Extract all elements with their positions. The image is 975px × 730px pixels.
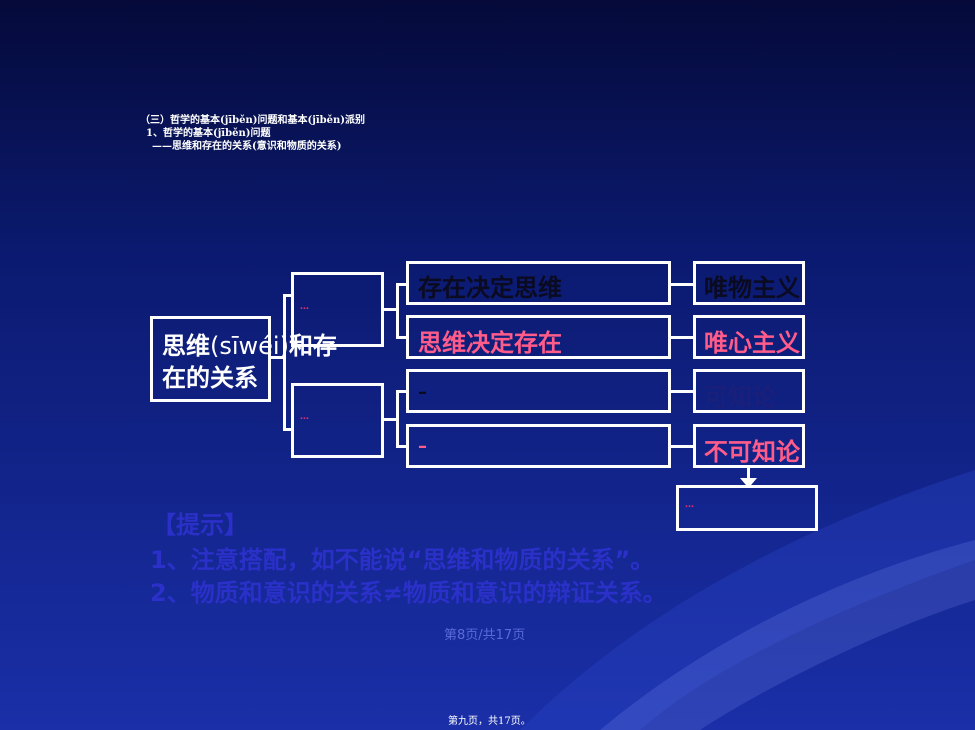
mark-bottom-right: … xyxy=(685,500,694,510)
row2-box xyxy=(406,315,671,359)
middle-box-bottom xyxy=(291,383,384,458)
page-footer: 第九页，共17页。 xyxy=(448,716,531,727)
connector xyxy=(283,294,286,430)
main-line-1a: 思维 xyxy=(162,332,210,360)
agnosticism-box xyxy=(693,424,805,468)
row3-box xyxy=(406,369,671,413)
connector xyxy=(396,283,406,286)
arrow-shaft xyxy=(747,468,750,480)
mark-top: … xyxy=(300,302,309,312)
idealism-box xyxy=(693,315,805,359)
connector xyxy=(671,390,693,393)
connector xyxy=(283,294,293,297)
idealism-label: 唯心主义 xyxy=(704,329,800,357)
connector xyxy=(671,336,693,339)
connector xyxy=(396,445,406,448)
connector xyxy=(384,308,396,311)
agnosticism-label: 不可知论 xyxy=(704,438,800,466)
row4-box xyxy=(406,424,671,468)
knowability-label: 可知论 xyxy=(704,383,776,411)
page-indicator: 第8页/共17页 xyxy=(444,628,526,643)
heading-line-3: ——思维和存在的关系(意识和物质的关系) xyxy=(152,141,342,152)
tip-line-2: 2、物质和意识的关系≠物质和意识的辩证关系。 xyxy=(150,579,667,607)
connector xyxy=(396,390,406,393)
materialism-label: 唯物主义 xyxy=(704,274,800,302)
tip-line-1: 1、注意搭配，如不能说“思维和物质的关系”。 xyxy=(150,546,655,574)
row4-text: – xyxy=(418,436,427,457)
row1-box xyxy=(406,261,671,305)
row3-text: – xyxy=(418,382,427,403)
main-concept-box xyxy=(150,316,271,402)
row2-text: 思维决定存在 xyxy=(418,329,562,357)
tip-title: 【提示】 xyxy=(152,511,248,539)
agnostic-not-box xyxy=(693,369,805,413)
connector xyxy=(283,428,293,431)
connector xyxy=(396,283,399,339)
heading-line-1: （三）哲学的基本(jīběn)问题和基本(jīběn)派别 xyxy=(140,115,366,126)
connector xyxy=(384,418,396,421)
connector xyxy=(271,356,283,359)
slide-heading: （三）哲学的基本(jīběn)问题和基本(jīběn)派别 1、哲学的基本(jī… xyxy=(140,114,365,153)
connector xyxy=(671,445,693,448)
connector xyxy=(671,283,693,286)
materialism-box xyxy=(693,261,805,305)
bottom-right-box xyxy=(676,485,818,531)
connector xyxy=(396,390,399,448)
middle-box-top xyxy=(291,272,384,347)
row1-text: 存在决定思维 xyxy=(418,274,562,302)
arrow-down-icon xyxy=(740,478,757,488)
mark-bottom: … xyxy=(300,412,309,422)
connector xyxy=(396,336,406,339)
main-line-2: 在的关系 xyxy=(162,364,258,392)
heading-line-2: 1、哲学的基本(jīběn)问题 xyxy=(146,128,271,139)
main-line-1b: (sīwéi) xyxy=(210,332,289,360)
